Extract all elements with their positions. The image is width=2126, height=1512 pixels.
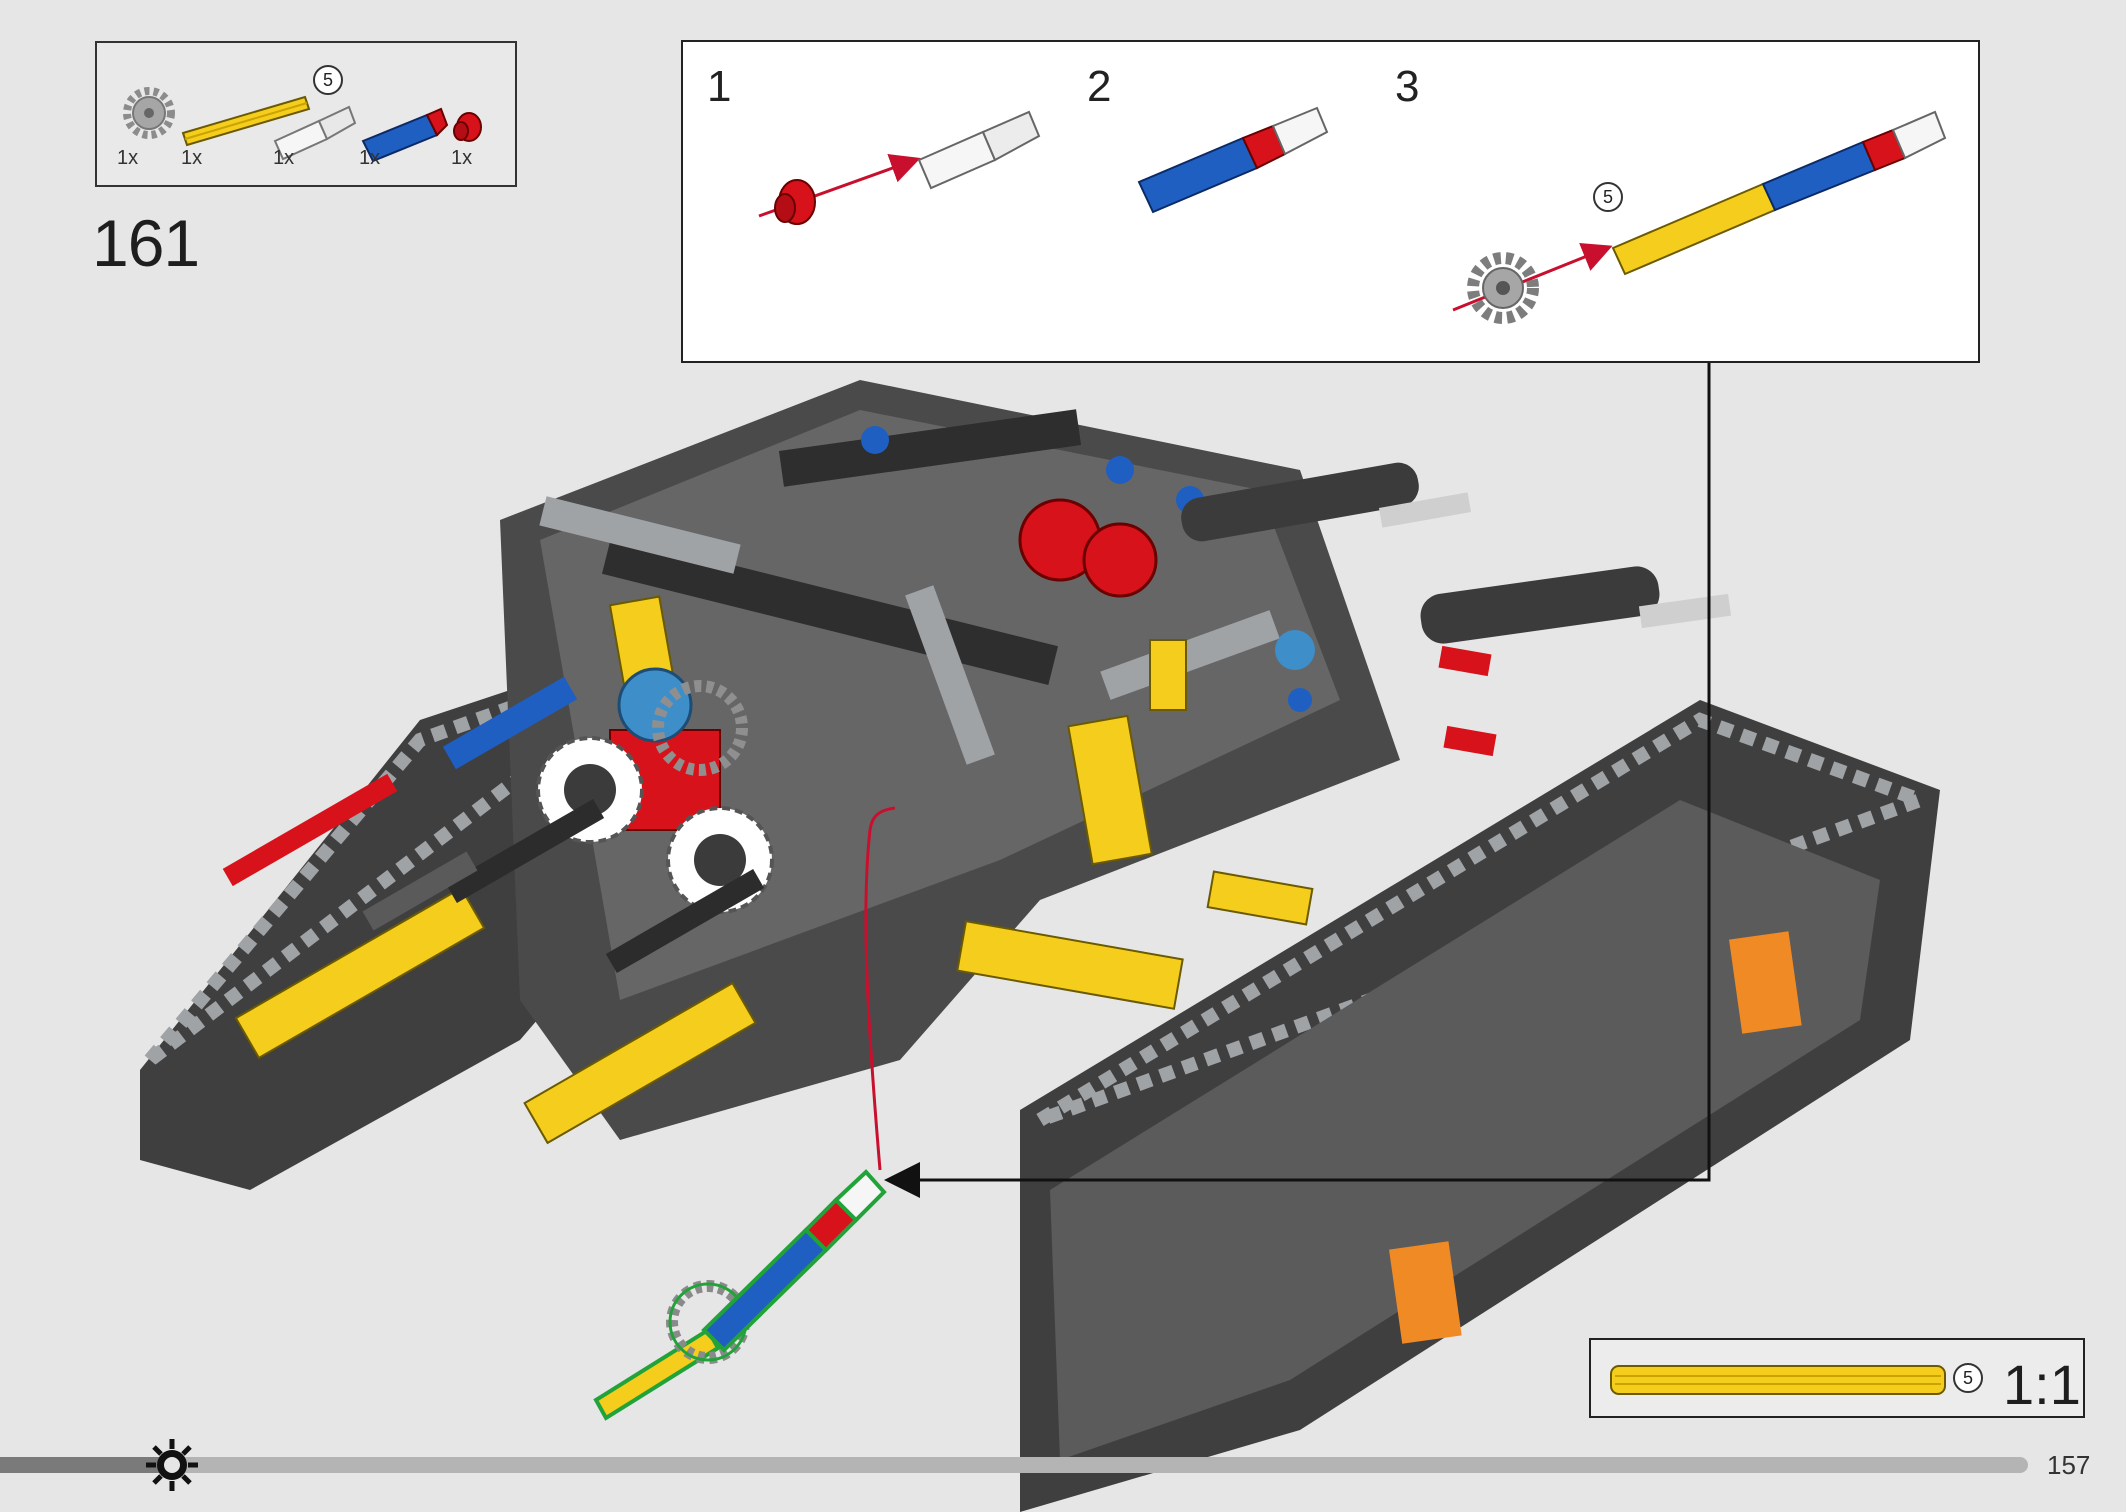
substep-2-illustration — [1137, 106, 1329, 214]
substep-label: 2 — [1087, 62, 1112, 111]
part-qty: 1x — [181, 147, 203, 169]
orange-bumper — [1729, 931, 1802, 1034]
part-qty: 1x — [359, 147, 381, 169]
part-qty: 1x — [117, 147, 139, 169]
new-axle-assembly — [593, 1169, 887, 1421]
white-axle-pin-icon — [917, 110, 1041, 190]
parts-list-drawings — [123, 87, 482, 163]
red-parts — [222, 498, 1497, 887]
dark-axles — [362, 798, 765, 974]
page-progress-bar — [0, 1457, 2028, 1473]
axle-length-badge: 5 — [1953, 1363, 1983, 1393]
white-axle-pin-icon — [1891, 110, 1947, 160]
yellow-beams — [234, 595, 1314, 1145]
axle-length-badge: 5 — [1593, 182, 1623, 212]
page-progress-fill — [0, 1457, 173, 1473]
axle-length-badge: 5 — [313, 65, 343, 95]
blue-axle-connector-icon — [361, 107, 449, 163]
part-qty: 1x — [273, 147, 295, 169]
yellow-axle-icon — [181, 95, 311, 147]
sun-icon — [146, 1439, 198, 1491]
substep-1-illustration — [758, 110, 1041, 225]
substep-3-illustration — [1452, 110, 1947, 324]
scale-axle — [1610, 1365, 1946, 1395]
substep-label: 3 — [1395, 62, 1420, 111]
step-number: 161 — [92, 206, 200, 280]
insertion-path — [864, 806, 896, 1171]
gear-icon — [123, 87, 175, 139]
sub-assembly-drawings — [758, 106, 1947, 324]
parts-list-box: 5 1x 1x 1x 1x 1x — [95, 41, 517, 187]
red-bush-icon — [774, 179, 816, 225]
substep-label: 1 — [707, 62, 732, 111]
gear-icon — [1467, 252, 1539, 324]
callout-line — [884, 363, 1711, 1198]
scale-reference-box: 5 1:1 — [1589, 1338, 2085, 1418]
part-qty: 1x — [451, 147, 473, 169]
orange-bumper — [1389, 1241, 1462, 1344]
white-axle-pin-icon — [273, 105, 357, 161]
red-bush-icon — [453, 112, 482, 142]
page-number: 157 — [2047, 1450, 2091, 1480]
blue-parts — [442, 426, 1315, 770]
scale-ratio: 1:1 — [2003, 1353, 2081, 1416]
sub-assembly-box: 1 2 3 — [681, 40, 1980, 363]
